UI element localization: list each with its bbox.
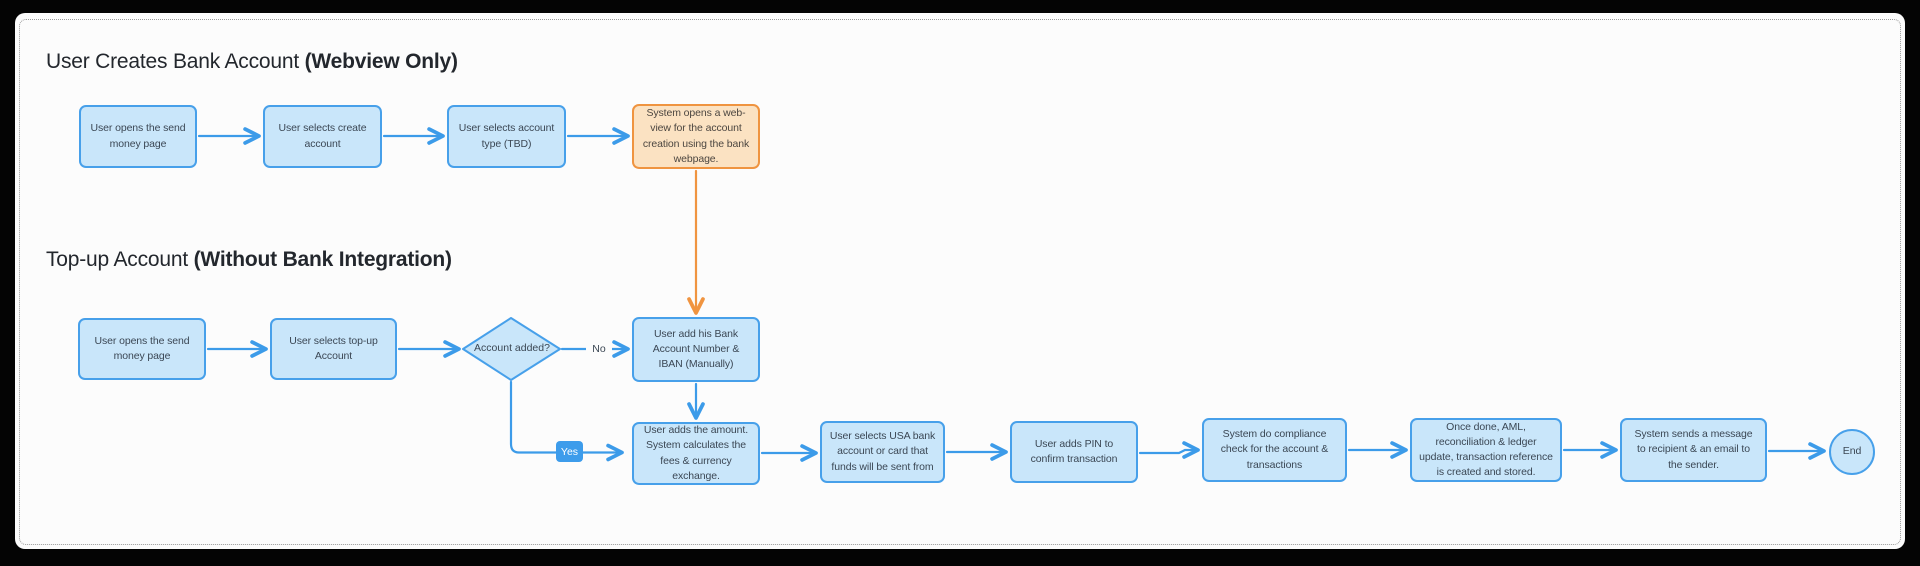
- node-user-opens-send-money-page-1[interactable]: User opens the send money page: [79, 105, 197, 168]
- section-title-text: Top-up Account: [46, 248, 194, 271]
- end-node[interactable]: End: [1829, 429, 1875, 475]
- decision-account-added[interactable]: Account added?: [474, 342, 550, 355]
- node-user-opens-send-money-page-2[interactable]: User opens the send money page: [78, 318, 206, 380]
- node-aml-ledger-update[interactable]: Once done, AML, reconciliation & ledger …: [1410, 418, 1562, 482]
- node-user-adds-amount-fees[interactable]: User adds the amount. System calculates …: [632, 422, 760, 485]
- node-user-selects-account-type[interactable]: User selects account type (TBD): [447, 105, 566, 168]
- node-user-selects-topup-account[interactable]: User selects top-up Account: [270, 318, 397, 380]
- section-title-text: User Creates Bank Account: [46, 50, 305, 73]
- section-title-bold-text: (Webview Only): [304, 50, 458, 73]
- section-title-bold-text: (Without Bank Integration): [193, 248, 452, 271]
- node-system-sends-message[interactable]: System sends a message to recipient & an…: [1620, 418, 1767, 482]
- edge-label-no: No: [586, 341, 612, 357]
- node-compliance-check[interactable]: System do compliance check for the accou…: [1202, 418, 1347, 482]
- node-system-opens-webview[interactable]: System opens a web-view for the account …: [632, 104, 760, 169]
- section-title-topup-account: Top-up Account (Without Bank Integration…: [46, 248, 452, 272]
- node-user-adds-pin[interactable]: User adds PIN to confirm transaction: [1010, 421, 1138, 483]
- edge-c3-c4: [1138, 441, 1200, 459]
- edge-label-yes: Yes: [556, 441, 583, 462]
- node-user-adds-iban-manually[interactable]: User add his Bank Account Number & IBAN …: [632, 317, 760, 382]
- node-user-selects-create-account[interactable]: User selects create account: [263, 105, 382, 168]
- selection-outline: [19, 19, 1901, 545]
- section-title-create-account: User Creates Bank Account (Webview Only): [46, 50, 458, 74]
- node-user-selects-usa-bank[interactable]: User selects USA bank account or card th…: [820, 421, 945, 483]
- diagram-canvas: User Creates Bank Account (Webview Only)…: [15, 13, 1905, 549]
